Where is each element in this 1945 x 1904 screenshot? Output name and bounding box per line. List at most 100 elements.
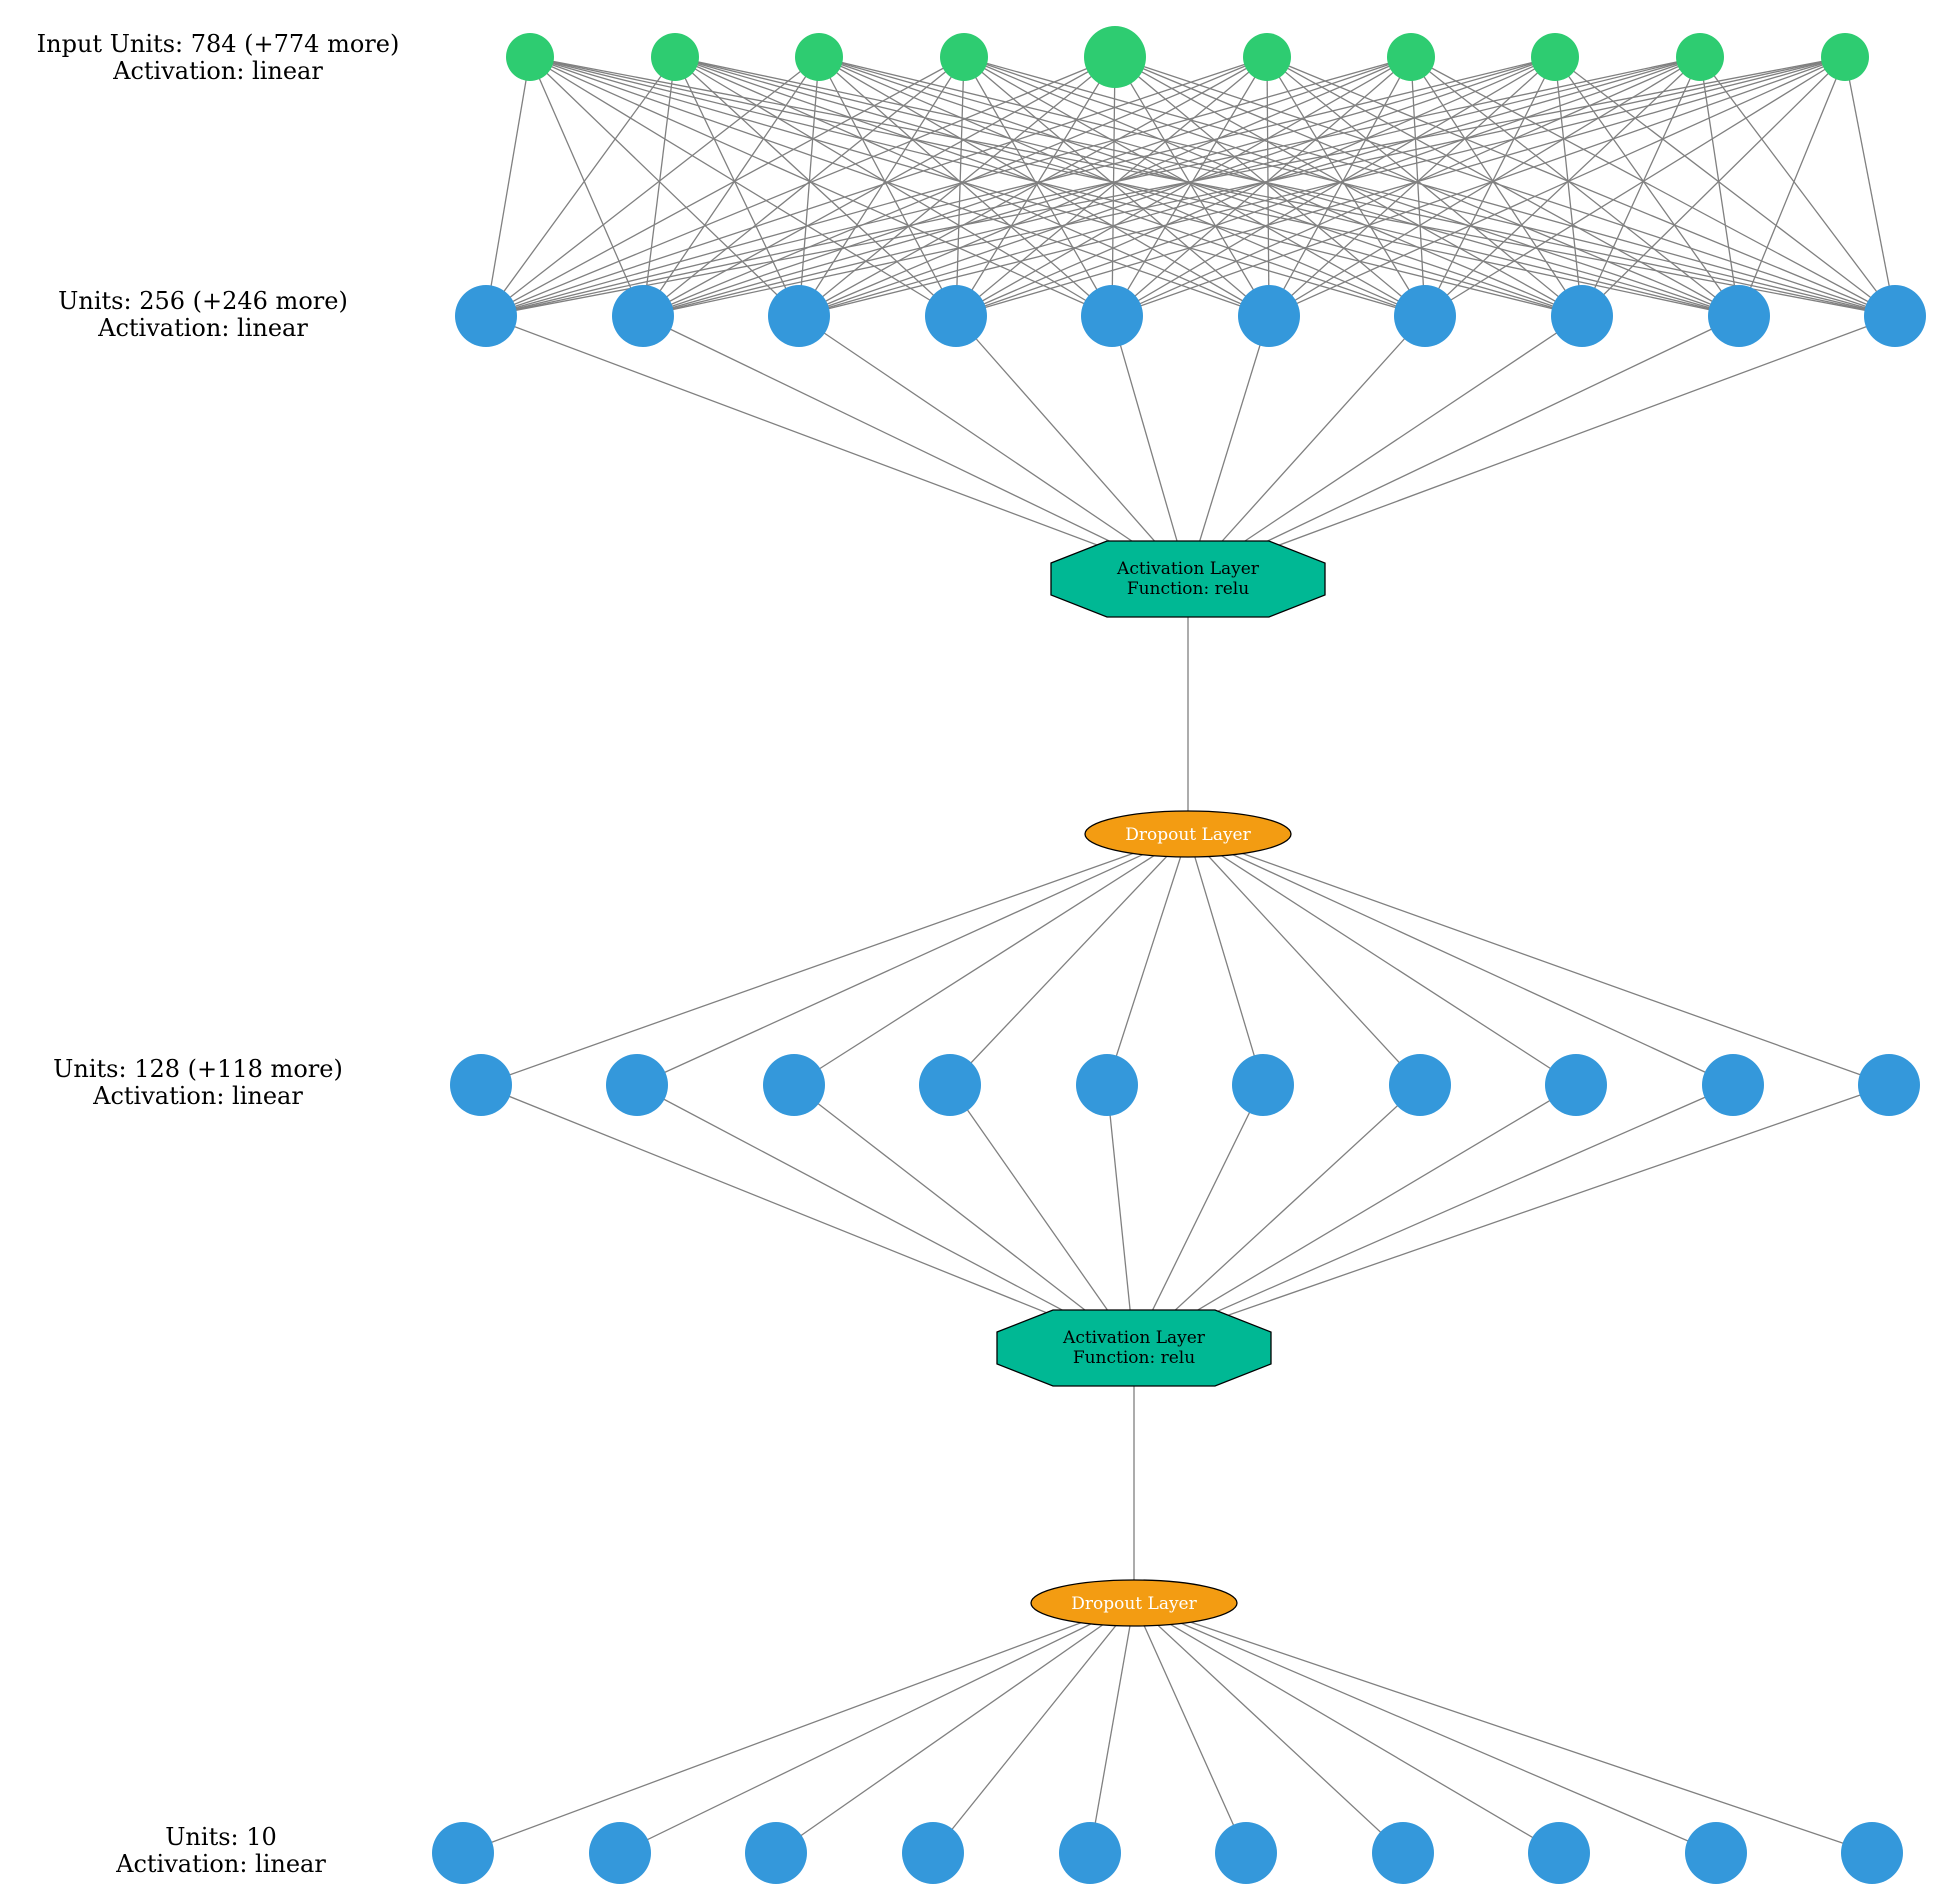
edge-input-to-dense1 xyxy=(1114,56,1270,317)
edge-input-to-dense1 xyxy=(642,56,1116,317)
edge-dense2-to-activation2 xyxy=(1133,1084,1577,1349)
edge-input-to-dense1 xyxy=(529,56,1426,317)
dense1-layer-label-line1: Units: 256 (+246 more) xyxy=(58,287,348,315)
edge-input-to-dense1 xyxy=(1424,56,1701,317)
edge-input-to-dense1 xyxy=(963,56,1740,317)
edge-dropout1-to-dense2 xyxy=(1106,833,1189,1086)
edge-input-to-dense1 xyxy=(674,56,1740,317)
edge-input-to-dense1 xyxy=(1844,56,1896,317)
edge-dropout2-to-output xyxy=(1133,1602,1404,1854)
edge-input-to-dense1 xyxy=(674,56,1113,317)
edge-input-to-dense1 xyxy=(529,56,1740,317)
dense1-node xyxy=(1708,285,1770,347)
edge-dropout1-to-dense2 xyxy=(1187,833,1734,1086)
edge-input-to-dense1 xyxy=(529,56,957,317)
activation2-label-line2: Function: relu xyxy=(1073,1348,1195,1368)
dense2-layer-label-line2: Activation: linear xyxy=(92,1082,303,1110)
output-layer-label-line2: Activation: linear xyxy=(115,1850,326,1878)
edge-input-to-dense1 xyxy=(818,56,1740,317)
input-node xyxy=(1084,26,1146,88)
dense2-node xyxy=(606,1054,668,1116)
edge-input-to-dense1 xyxy=(485,56,1701,317)
edge-input-to-dense1 xyxy=(955,56,965,317)
edge-dense2-to-activation2 xyxy=(636,1084,1135,1349)
edge-input-to-dense1 xyxy=(1410,56,1740,317)
edge-input-to-dense1 xyxy=(1410,56,1896,317)
edge-dropout2-to-output xyxy=(932,1602,1135,1854)
edge-input-to-dense1 xyxy=(642,56,1846,317)
edge-dense2-to-activation2 xyxy=(480,1084,1135,1349)
edge-input-to-dense1 xyxy=(1114,56,1583,317)
edge-input-to-dense1 xyxy=(674,56,1426,317)
edge-dropout2-to-output xyxy=(1133,1602,1560,1854)
dense2-node xyxy=(450,1054,512,1116)
edge-input-to-dense1 xyxy=(963,56,1113,317)
dense1-node xyxy=(1081,285,1143,347)
edge-input-to-dense1 xyxy=(1111,56,1412,317)
input-node xyxy=(1243,33,1291,81)
edge-input-to-dense1 xyxy=(1268,56,1846,317)
edge-input-to-dense1 xyxy=(1266,56,1270,317)
edge-input-to-dense1 xyxy=(818,56,1426,317)
input-node xyxy=(1531,33,1579,81)
edge-input-to-dense1 xyxy=(955,56,1556,317)
edge-dense1-to-activation1 xyxy=(1187,315,1270,580)
dropout2-label: Dropout Layer xyxy=(1071,1594,1197,1614)
edge-dropout2-to-output xyxy=(1133,1602,1247,1854)
edge-dense2-to-activation2 xyxy=(1133,1084,1734,1349)
edge-dense2-to-activation2 xyxy=(949,1084,1135,1349)
edge-input-to-dense1 xyxy=(1554,56,1740,317)
edge-input-to-dense1 xyxy=(1111,56,1556,317)
edge-input-to-dense1 xyxy=(1554,56,1583,317)
output-node xyxy=(432,1822,494,1884)
output-node xyxy=(1059,1822,1121,1884)
edge-input-to-dense1 xyxy=(1699,56,1740,317)
edge-input-to-dense1 xyxy=(485,56,1846,317)
edge-input-to-dense1 xyxy=(485,56,965,317)
edge-dense2-to-activation2 xyxy=(1133,1084,1890,1349)
edge-input-to-dense1 xyxy=(1738,56,1846,317)
edge-input-to-dense1 xyxy=(642,56,676,317)
input-node xyxy=(1821,33,1869,81)
edge-input-to-dense1 xyxy=(642,56,965,317)
edge-dense1-to-activation1 xyxy=(1187,315,1426,580)
edge-dense1-to-activation1 xyxy=(1187,315,1583,580)
edge-dropout2-to-output xyxy=(462,1602,1135,1854)
edge-input-to-dense1 xyxy=(674,56,1270,317)
edge-dropout1-to-dense2 xyxy=(1187,833,1577,1086)
edge-input-to-dense1 xyxy=(1424,56,1846,317)
edge-dropout1-to-dense2 xyxy=(1187,833,1890,1086)
edge-input-to-dense1 xyxy=(1266,56,1896,317)
edge-dense2-to-activation2 xyxy=(793,1084,1135,1349)
output-node xyxy=(589,1822,651,1884)
edge-input-to-dense1 xyxy=(642,56,1412,317)
output-node xyxy=(1841,1822,1903,1884)
edge-input-to-dense1 xyxy=(485,56,676,317)
edge-input-to-dense1 xyxy=(798,56,1116,317)
edge-input-to-dense1 xyxy=(642,56,1701,317)
edge-input-to-dense1 xyxy=(529,56,1270,317)
edge-input-to-dense1 xyxy=(1581,56,1701,317)
input-node xyxy=(795,33,843,81)
edge-input-to-dense1 xyxy=(529,56,1896,317)
edge-input-to-dense1 xyxy=(1111,56,1701,317)
edges xyxy=(462,56,1896,1854)
dense2-node xyxy=(1232,1054,1294,1116)
edge-input-to-dense1 xyxy=(642,56,1268,317)
edge-input-to-dense1 xyxy=(1554,56,1896,317)
edge-dense2-to-activation2 xyxy=(1133,1084,1421,1349)
edge-input-to-dense1 xyxy=(798,56,1846,317)
edge-dropout1-to-dense2 xyxy=(1187,833,1264,1086)
input-layer-label-line2: Activation: linear xyxy=(112,57,323,85)
edge-dense2-to-activation2 xyxy=(1133,1084,1264,1349)
edge-dense2-to-activation2 xyxy=(1106,1084,1135,1349)
dense2-node xyxy=(763,1054,825,1116)
edge-dense1-to-activation1 xyxy=(1111,315,1189,580)
edge-input-to-dense1 xyxy=(818,56,957,317)
edge-dense1-to-activation1 xyxy=(642,315,1189,580)
edge-input-to-dense1 xyxy=(1581,56,1846,317)
edge-input-to-dense1 xyxy=(1410,56,1426,317)
edge-input-to-dense1 xyxy=(1114,56,1896,317)
edge-dropout2-to-output xyxy=(619,1602,1135,1854)
